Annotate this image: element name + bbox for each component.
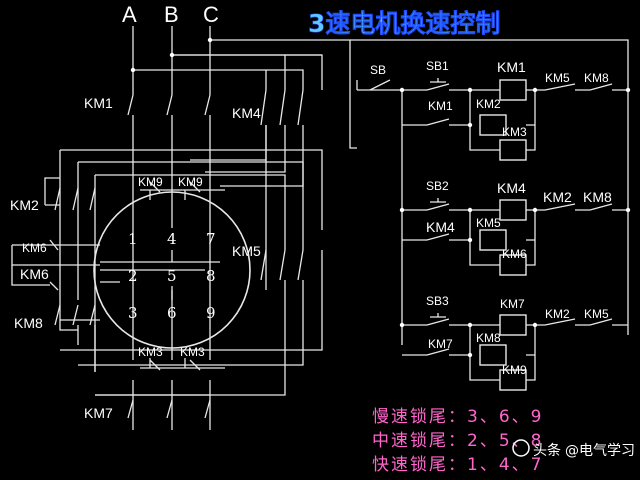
km2-interlock-label-2: KM2 [543,189,572,205]
watermark-left: 头条 [533,442,561,459]
km6-coil-label: KM6 [502,247,527,261]
km5-power-label: KM5 [232,243,261,259]
sb1-label: SB1 [426,59,449,73]
motor-terminal-7: 7 [206,230,216,248]
km4-power-label: KM4 [232,105,261,121]
lock-note-medium: 中速锁尾：2、5、8 [372,431,543,451]
km4-hold-label: KM4 [426,219,455,235]
diagram-title: 3速电机换速控制 [308,9,500,38]
coil-km9 [499,369,527,391]
power-contact-symbols [49,89,304,419]
km6-power-label-b: KM6 [20,266,49,282]
km2-coil-label: KM2 [476,97,501,111]
coil-km3 [499,139,527,161]
km5-interlock-label-1: KM5 [545,71,570,85]
motor-terminal-6: 6 [167,304,177,322]
phase-a-label: A [122,2,137,27]
coil-km7 [499,314,527,336]
control-circuit-wires [350,39,629,381]
km5-interlock-label-3: KM5 [584,307,609,321]
sb3-label: SB3 [426,294,449,308]
watermark-logo-icon [512,439,530,457]
watermark: 头条 @电气学习 [512,439,635,459]
phase-b-label: B [164,2,179,27]
junction-dots [130,37,631,358]
coil-km1 [499,79,527,101]
lock-note-fast: 快速锁尾：1、4、7 [372,455,543,475]
km1-hold-label: KM1 [428,99,453,113]
control-coils [479,79,527,391]
coil-km5 [479,229,507,251]
control-contact-symbols [426,78,613,356]
lock-note-slow: 慢速锁尾：3、6、9 [372,406,543,427]
km1-power-label: KM1 [84,95,113,111]
km4-coil-label: KM4 [497,180,526,196]
km1-coil-label: KM1 [497,59,526,75]
coil-km2 [479,114,507,136]
km8-power-label: KM8 [14,315,43,331]
motor-terminal-2: 2 [128,267,138,285]
km9-coil-label: KM9 [502,363,527,377]
km5-coil-label: KM5 [476,216,501,230]
coil-km4 [499,199,527,221]
power-circuit-wires [11,26,357,430]
motor-terminal-1: 1 [128,230,138,248]
motor-terminal-3: 3 [128,304,138,322]
km3-coil-label: KM3 [502,125,527,139]
motor-terminal-9: 9 [206,304,216,322]
km6-power-label-a: KM6 [22,241,47,255]
motor-terminal-8: 8 [206,267,216,285]
km9-label-a: KM9 [138,175,163,189]
motor-circle [93,191,251,349]
coil-km6 [499,254,527,276]
km3-label-b: KM3 [180,345,205,359]
sb2-label: SB2 [426,179,449,193]
motor-terminals: 1 4 7 2 5 8 3 6 9 [128,230,216,322]
km2-interlock-label-3: KM2 [545,307,570,321]
km9-label-b: KM9 [178,175,203,189]
sb-stop-label: SB [370,63,386,77]
km7-coil-label: KM7 [500,297,525,311]
km7-power-label: KM7 [84,405,113,421]
km8-interlock-label-2: KM8 [583,189,612,205]
coil-km8 [479,344,507,366]
motor-terminal-4: 4 [167,230,177,248]
km7-hold-label: KM7 [428,337,453,351]
km8-interlock-label-1: KM8 [584,71,609,85]
km8-coil-label: KM8 [476,331,501,345]
km2-power-label: KM2 [10,197,39,213]
motor-terminal-5: 5 [167,267,177,285]
km3-label-a: KM3 [138,345,163,359]
phase-c-label: C [203,2,219,27]
watermark-right: @电气学习 [565,443,635,459]
